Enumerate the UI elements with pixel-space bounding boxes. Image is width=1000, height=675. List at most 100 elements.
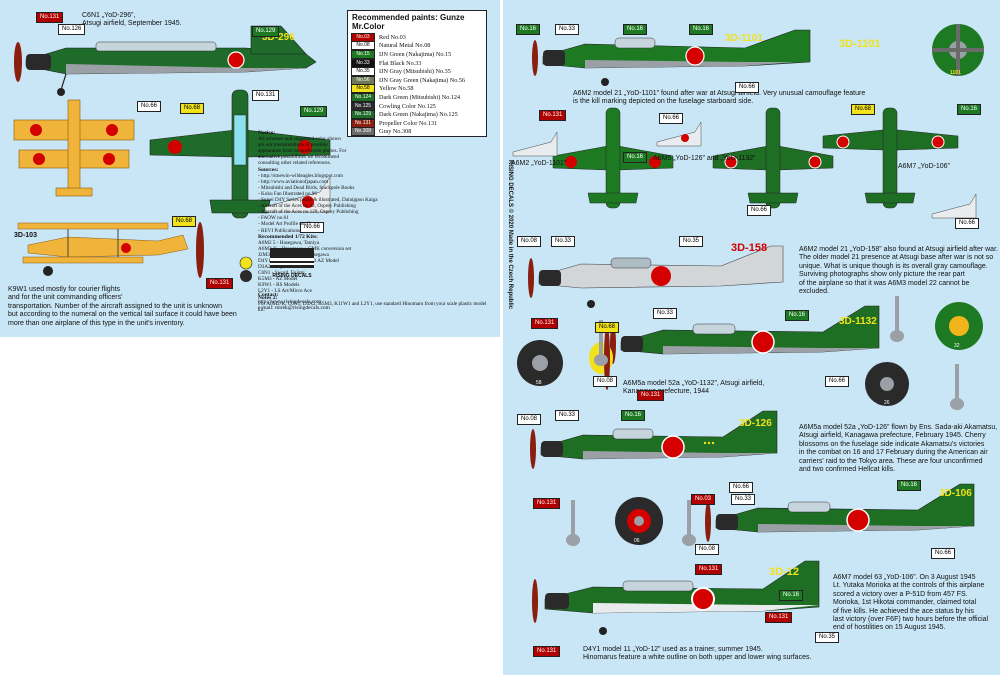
caption-line: of the airplane so that it was A6M3 mode…: [799, 279, 970, 296]
paint-badge: No.131: [531, 318, 559, 329]
paint-badge: No.35: [815, 632, 840, 643]
paint-badge: No.08: [517, 236, 542, 247]
paint-badge: No.129: [300, 106, 328, 117]
rising-decals-logo: RISING DECALS: [270, 248, 314, 279]
c6n1-code: 3D-296: [262, 32, 295, 43]
paint-badge: No.68: [595, 322, 620, 333]
paint-badge: No.131: [765, 612, 793, 623]
fin-detail-b: [656, 121, 702, 147]
caption-line: unique. What is unique though is its ove…: [799, 262, 988, 270]
source-item: - Koku Fan Illustrated no.96: [258, 190, 317, 197]
wheel-26: [865, 362, 909, 406]
a6m5-126-side-view: [530, 410, 778, 469]
a6m7-top-view: [822, 107, 959, 209]
source-item: - Mitsubishi and Dead Birds, Stackpole B…: [258, 184, 355, 191]
sources-heading: Sources:: [258, 166, 279, 173]
caption-line: carriers' raid to the Tokyo area. These …: [799, 457, 983, 465]
caption-line: Lt. Yutaka Morioka at the controls of th…: [833, 582, 985, 590]
kit-item: K9W1 - RS Models: [258, 282, 300, 289]
a6m2-158-caption: A6M2 model 21 „YoD-158” also found at At…: [799, 246, 1000, 296]
fin-detail-a: [512, 131, 558, 157]
wheel-number: 1101: [950, 70, 961, 76]
legend-swatch: No.58: [351, 84, 375, 94]
paint-badge: No.16: [621, 410, 646, 421]
d4y1-12-caption: D4Y1 model 11 „YoD-12” used as a trainer…: [583, 646, 811, 663]
caption-line: A6M7 model 63 „YoD-106”. On 3 August 194…: [833, 574, 976, 581]
legend-swatch: No.124: [351, 92, 375, 102]
paint-badge: No.68: [172, 216, 197, 227]
gear-leg-detail: [594, 320, 608, 366]
legend-row: No.131 Propeller Color No.131: [348, 118, 486, 128]
legend-paint-name: Dark Green (Nakajima) No.125: [379, 111, 458, 119]
notes2-body: For A6M2-K, C6N1, D3A2, K5M3, K11W1 and …: [258, 300, 487, 313]
k5y1-side-view: [17, 222, 189, 276]
tail-fin-detail: [264, 176, 331, 213]
paint-badge: No.68: [851, 104, 876, 115]
caption-line: more than one airplane of this type in t…: [8, 319, 185, 327]
kit-item: A6M2 5 - Hasegawa, Tamiya: [258, 239, 320, 246]
d4y1-12-side-view: [532, 560, 820, 635]
legend-swatch: No.08: [351, 41, 375, 51]
paint-legend: Recommended paints: Gunze Mr.Color No.03…: [347, 10, 487, 138]
caption-line: D4Y1 model 11 „YoD-12” used as a trainer…: [583, 646, 763, 653]
caption-line: The older model 21 presence at Atsugi ba…: [799, 254, 994, 262]
caption-line: Atsugi airfield, Kanagawa prefecture, Fe…: [799, 432, 986, 440]
legend-swatch: No.15: [351, 49, 375, 59]
caption-line: Hinomarus feature a white outline on bot…: [583, 654, 812, 662]
legend-paint-name: Propeller Color No.131: [379, 119, 438, 127]
kits-heading: Recommended 1/72 Kits:: [258, 233, 318, 240]
paint-badge: No.66: [300, 222, 325, 233]
legend-swatch: No.131: [351, 118, 375, 128]
notes2-heading: Notes 2:: [258, 294, 278, 301]
legend-paint-name: Cowling Color No.125: [379, 102, 436, 110]
gear-leg-detail-c: [950, 364, 964, 410]
gear-leg-detail-b: [890, 296, 904, 342]
source-item: - Aircraft of the Aces no.22, Osprey Pub…: [258, 203, 356, 210]
top-view-label-a6m7: A6M7 „YoD-106”: [898, 163, 950, 170]
legend-row: No.08 Natural Metal No.08: [348, 41, 486, 51]
k5y1-code: 3D-103: [14, 232, 37, 239]
caption-line: Surviving photographs show only picture …: [799, 271, 965, 279]
paint-badge: No.33: [653, 308, 678, 319]
code-3d-126: 3D-126: [739, 418, 772, 429]
gear-leg-detail-d: [566, 500, 580, 546]
code-3d-1101-alt: 3D-1101: [839, 38, 881, 50]
a6m5-126-caption: A6M5a model 52a „YoD-126” flown by Ens. …: [799, 424, 997, 474]
paint-badge: No.16: [516, 24, 541, 35]
paint-badge: No.131: [533, 646, 561, 657]
source-item: - REVI Publications: [258, 227, 301, 234]
sources-list: - http://stnewin-wildeagles.blogspot.com…: [258, 173, 490, 234]
legend-row: No.125 Cowling Color No.125: [348, 101, 486, 111]
a6m5-top-view: [712, 107, 834, 209]
paint-badge: No.35: [679, 236, 704, 247]
top-view-label-a6m5: A6M5 „YoD-126” and „YoD-1132”: [653, 155, 756, 162]
paint-badge: No.131: [539, 110, 567, 121]
propeller-detail: [196, 222, 204, 278]
caption-line: A6M2 model 21 „YoD-1101” found after war…: [573, 90, 866, 97]
caption-line: Kanagawa prefecture, 1944: [623, 388, 710, 396]
c6n1-caption: C6N1 „YoD-296”, Atsugi airfield, Septemb…: [82, 12, 182, 29]
caption-line: transportation. Number of the aircraft a…: [8, 302, 223, 310]
a6m7-106-caption: A6M7 model 63 „YoD-106”. On 3 August 194…: [833, 574, 988, 633]
paint-badge: No.08: [517, 414, 542, 425]
notes-block: Notice: All schemes and suggested color …: [258, 130, 490, 313]
paint-badge: No.66: [747, 205, 772, 216]
a6m2-top-view: [552, 107, 674, 209]
source-item: - Model Art Profile no.13: [258, 221, 311, 228]
wheel-number: 32: [954, 343, 960, 349]
caption-line: is the kill marking depicted on the fuse…: [573, 98, 754, 106]
wheel-58: [517, 340, 563, 386]
caption-line: A6M2 model 21 „YoD-158” also found at At…: [799, 246, 998, 253]
caption-line: blossoms on the fuselage side indicate A…: [799, 440, 985, 448]
legend-paint-name: Natural Metal No.08: [379, 42, 431, 50]
legend-swatch: No.56: [351, 75, 375, 85]
caption-line: scored a victory over a P-51D from 457 F…: [833, 590, 968, 598]
wheel-32: [935, 302, 983, 350]
legend-swatch: No.125: [351, 101, 375, 111]
a6m2-158-side-view: [528, 245, 784, 308]
contact-email: e-mail: mirek@risingdecals.com: [258, 305, 330, 311]
